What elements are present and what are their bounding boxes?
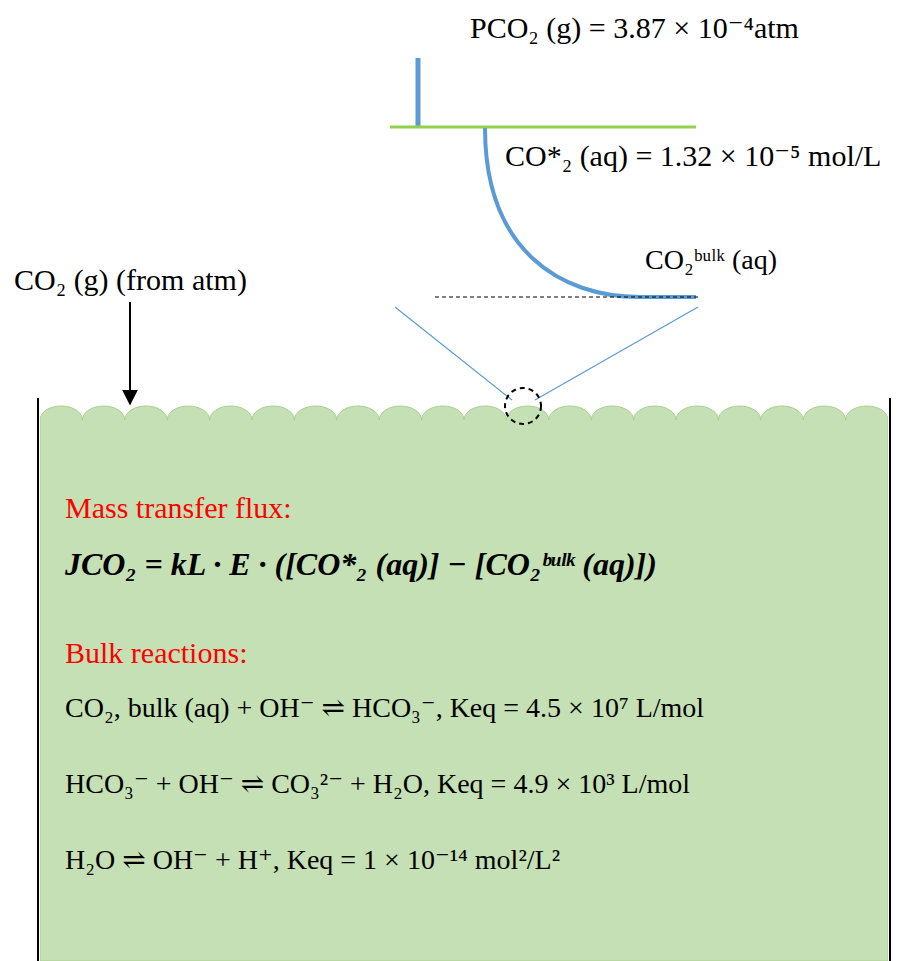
pressure-label: PCO₂ (g) = 3.87 × 10⁻⁴atm [470,10,799,46]
reaction-equation: CO₂, bulk (aq) + OH⁻ ⇌ HCO₃⁻, Keq = 4.5 … [65,691,704,725]
reaction-equation: H₂O ⇌ OH⁻ + H⁺, Keq = 1 × 10⁻¹⁴ mol²/L² [65,843,560,877]
liquid-tank: Mass transfer flux: JCO₂ = kL · E · ([CO*… [40,395,888,961]
gas-source-label: CO₂ (g) (from atm) [14,262,247,298]
zoom-circle [505,388,541,424]
liquid-surface [40,406,888,961]
reaction-equation: HCO₃⁻ + OH⁻ ⇌ CO₃²⁻ + H₂O, Keq = 4.9 × 1… [65,767,690,801]
section-heading: Mass transfer flux: [65,490,292,526]
bulk-level-line [435,297,700,298]
gas-source-label: CO₂ (g) (from atm) [14,262,247,298]
concentration-profile [485,128,696,297]
zoom-line [535,307,698,400]
section-heading: Bulk reactions: [65,635,247,671]
gas-column [416,58,421,127]
surface-concentration-label: CO*₂ (aq) = 1.32 × 10⁻⁵ mol/L [505,138,881,174]
flux-equation: JCO₂ = kL · E · ([CO*₂ (aq)] − [CO₂ᵇᵘˡᵏ … [65,545,657,583]
gas-arrow [129,302,131,404]
tank-wall [889,398,891,961]
bulk-concentration-label: CO₂ᵇᵘˡᵏ (aq) [645,243,777,277]
surface-concentration-label: CO*₂ (aq) = 1.32 × 10⁻⁵ mol/L [505,138,881,174]
interface-line [390,126,696,129]
zoom-line [395,307,512,400]
bulk-concentration-label: CO₂ᵇᵘˡᵏ (aq) [645,243,777,277]
liquid-fill [40,395,888,961]
tank-wall [37,398,39,961]
pressure-label: PCO₂ (g) = 3.87 × 10⁻⁴atm [470,10,799,46]
